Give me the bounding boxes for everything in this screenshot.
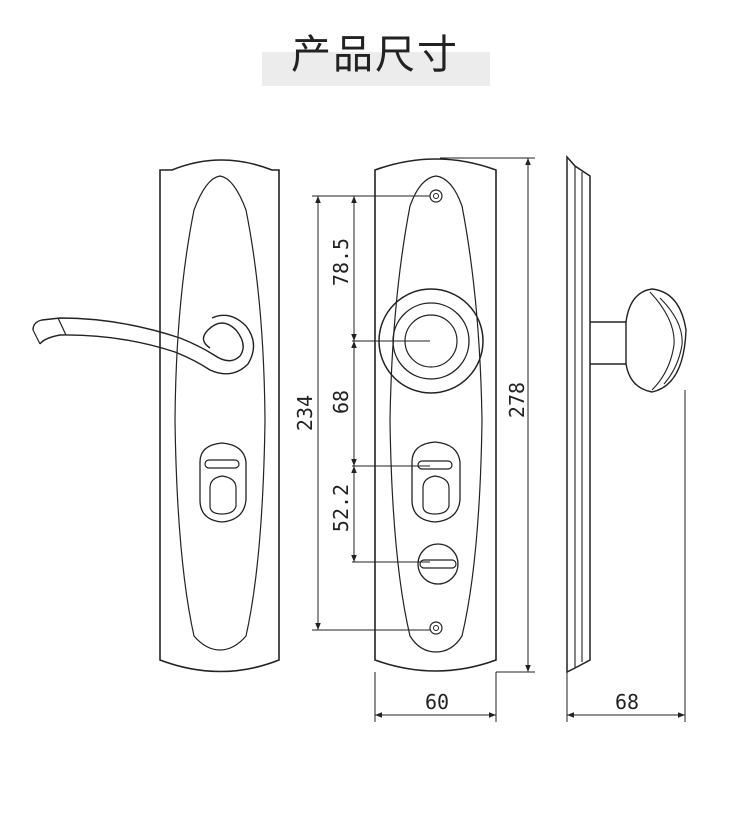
page-title: 产品尺寸 bbox=[291, 32, 459, 78]
cylinder-plate-left bbox=[199, 442, 247, 523]
lever-lock-front-view bbox=[32, 159, 280, 673]
dim-label-52-2: 52.2 bbox=[329, 484, 353, 532]
dim-label-60: 60 bbox=[425, 690, 449, 714]
side-profile-view bbox=[566, 155, 687, 674]
cylinder-plate bbox=[411, 441, 461, 523]
backplate-outline bbox=[159, 159, 280, 673]
knob-profile bbox=[625, 288, 687, 393]
knob-backplate-inner-oval bbox=[389, 175, 483, 653]
bottom-screw bbox=[429, 621, 443, 635]
thumbturn bbox=[417, 543, 459, 585]
dim-label-278: 278 bbox=[505, 382, 529, 418]
knob-backplate-outline bbox=[374, 158, 497, 672]
side-plate-outline bbox=[566, 155, 591, 674]
dim-label-234: 234 bbox=[293, 395, 317, 431]
lever-handle-bottom bbox=[39, 314, 255, 375]
keyway-slot bbox=[204, 459, 240, 469]
top-screw bbox=[429, 189, 443, 203]
dim-label-68-horizontal: 68 bbox=[615, 690, 639, 714]
dimension-lines bbox=[312, 157, 686, 722]
backplate-inner-oval bbox=[174, 175, 266, 651]
keyway-bottom bbox=[209, 475, 237, 515]
knob-neck bbox=[590, 321, 627, 365]
title-highlight bbox=[262, 52, 490, 86]
lever-handle-top bbox=[32, 317, 244, 362]
dim-label-78-5: 78.5 bbox=[329, 238, 353, 286]
dim-label-68-vertical: 68 bbox=[329, 390, 353, 414]
knob-lock-front-view bbox=[374, 158, 497, 672]
